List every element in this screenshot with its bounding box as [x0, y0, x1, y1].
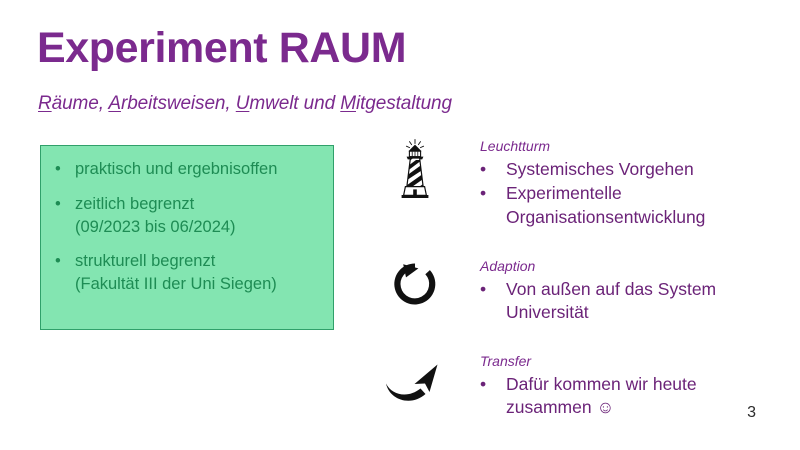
list-item-text: Experimentelle Organisationsentwicklung: [506, 182, 780, 229]
list-item-line2: (Fakultät III der Uni Siegen): [75, 275, 277, 294]
list-item-line1: Von außen auf das System: [506, 278, 717, 299]
list-item-text: Systemisches Vorgehen: [506, 158, 780, 181]
list-item: • Dafür kommen wir heute zusammen ☺: [480, 373, 780, 420]
page-subtitle: Räume, Arbeitsweisen, Umwelt und Mitgest…: [38, 93, 452, 115]
list-item-line2: zusammen ☺: [506, 397, 615, 418]
list-item-line1: strukturell begrenzt: [75, 252, 216, 271]
subtitle-text: rbeitsweisen,: [120, 93, 236, 114]
section-body: Transfer • Dafür kommen wir heute zusamm…: [480, 353, 780, 421]
list-item: • Systemisches Vorgehen: [480, 158, 780, 181]
list-item-line1: praktisch und ergebnisoffen: [75, 160, 278, 178]
section-heading: Adaption: [480, 258, 536, 274]
subtitle-underlined-initial: M: [340, 93, 356, 114]
green-highlight-box: • praktisch und ergebnisoffen • zeitlich…: [40, 145, 334, 330]
list-item-text: strukturell begrenzt (Fakultät III der U…: [75, 250, 327, 296]
bullet-icon: •: [480, 158, 487, 179]
curved-arrow-icon: [384, 359, 446, 425]
list-item: • strukturell begrenzt (Fakultät III der…: [55, 250, 327, 296]
list-item-text: zeitlich begrenzt (09/2023 bis 06/2024): [75, 193, 327, 239]
subtitle-text: itgestaltung: [355, 93, 452, 114]
list-item-line1: zeitlich begrenzt: [75, 194, 195, 213]
list-item: • Von außen auf das System Universität: [480, 278, 780, 325]
subtitle-underlined-initial: R: [38, 93, 52, 114]
section-heading: Leuchtturm: [480, 138, 551, 154]
list-item: • praktisch und ergebnisoffen: [55, 158, 327, 181]
subtitle-underlined-initial: A: [108, 93, 121, 114]
subtitle-text: mwelt und: [249, 93, 341, 114]
list-item-line2: Universität: [506, 302, 589, 323]
bullet-icon: •: [55, 194, 61, 213]
bullet-icon: •: [480, 183, 487, 204]
list-item-line1: Dafür kommen wir heute: [506, 373, 697, 394]
bullet-icon: •: [55, 252, 61, 271]
section-body: Adaption • Von außen auf das System Univ…: [480, 258, 780, 326]
section-body: Leuchtturm • Systemisches Vorgehen • Exp…: [480, 138, 780, 230]
list-item-line1: Systemisches Vorgehen: [506, 158, 694, 179]
bullet-icon: •: [480, 278, 487, 299]
list-item-line2: (09/2023 bis 06/2024): [75, 217, 236, 236]
list-item: • zeitlich begrenzt (09/2023 bis 06/2024…: [55, 193, 327, 239]
page-title: Experiment RAUM: [37, 24, 407, 72]
list-item-line2: Organisationsentwicklung: [506, 206, 706, 227]
subtitle-underlined-initial: U: [235, 93, 250, 114]
bullet-icon: •: [55, 160, 61, 178]
list-item-text: praktisch und ergebnisoffen: [75, 158, 327, 181]
list-item: • Experimentelle Organisationsentwicklun…: [480, 182, 780, 229]
list-item-text: Dafür kommen wir heute zusammen ☺: [506, 373, 780, 420]
bullet-icon: •: [480, 373, 487, 394]
list-item-text: Von außen auf das System Universität: [506, 278, 780, 325]
subtitle-text: äume,: [51, 93, 109, 114]
green-box-list: • praktisch und ergebnisoffen • zeitlich…: [55, 158, 327, 296]
circular-arrow-icon: [384, 260, 446, 326]
section-heading: Transfer: [480, 353, 532, 369]
page-number: 3: [747, 404, 756, 421]
lighthouse-icon: [384, 138, 446, 204]
list-item-line1: Experimentelle: [506, 183, 622, 204]
